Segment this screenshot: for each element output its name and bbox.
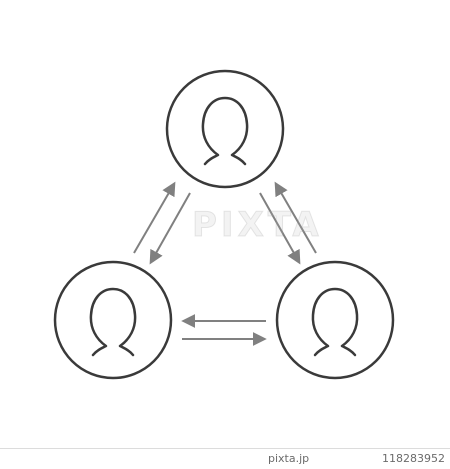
person-icon (201, 96, 249, 166)
node-circle (165, 69, 285, 189)
person-node-bottom-right (275, 260, 395, 380)
arrow-icon (274, 181, 317, 254)
arrow-pair-bottom (181, 314, 267, 346)
arrow-icon (259, 192, 301, 265)
footer-bar: pixta.jp 118283952 (0, 448, 450, 469)
node-circle (53, 260, 173, 380)
arrow-icon (133, 181, 176, 254)
node-circle (275, 260, 395, 380)
arrow-pair-top-left (133, 181, 191, 265)
person-icon (311, 287, 359, 357)
person-node-bottom-left (53, 260, 173, 380)
person-icon (89, 287, 137, 357)
footer-image-id: 118283952 (382, 452, 445, 465)
person-node-top (165, 69, 285, 189)
footer-brand: pixta.jp (268, 452, 310, 465)
arrow-pair-top-right (259, 181, 317, 265)
arrow-icon (149, 192, 191, 265)
